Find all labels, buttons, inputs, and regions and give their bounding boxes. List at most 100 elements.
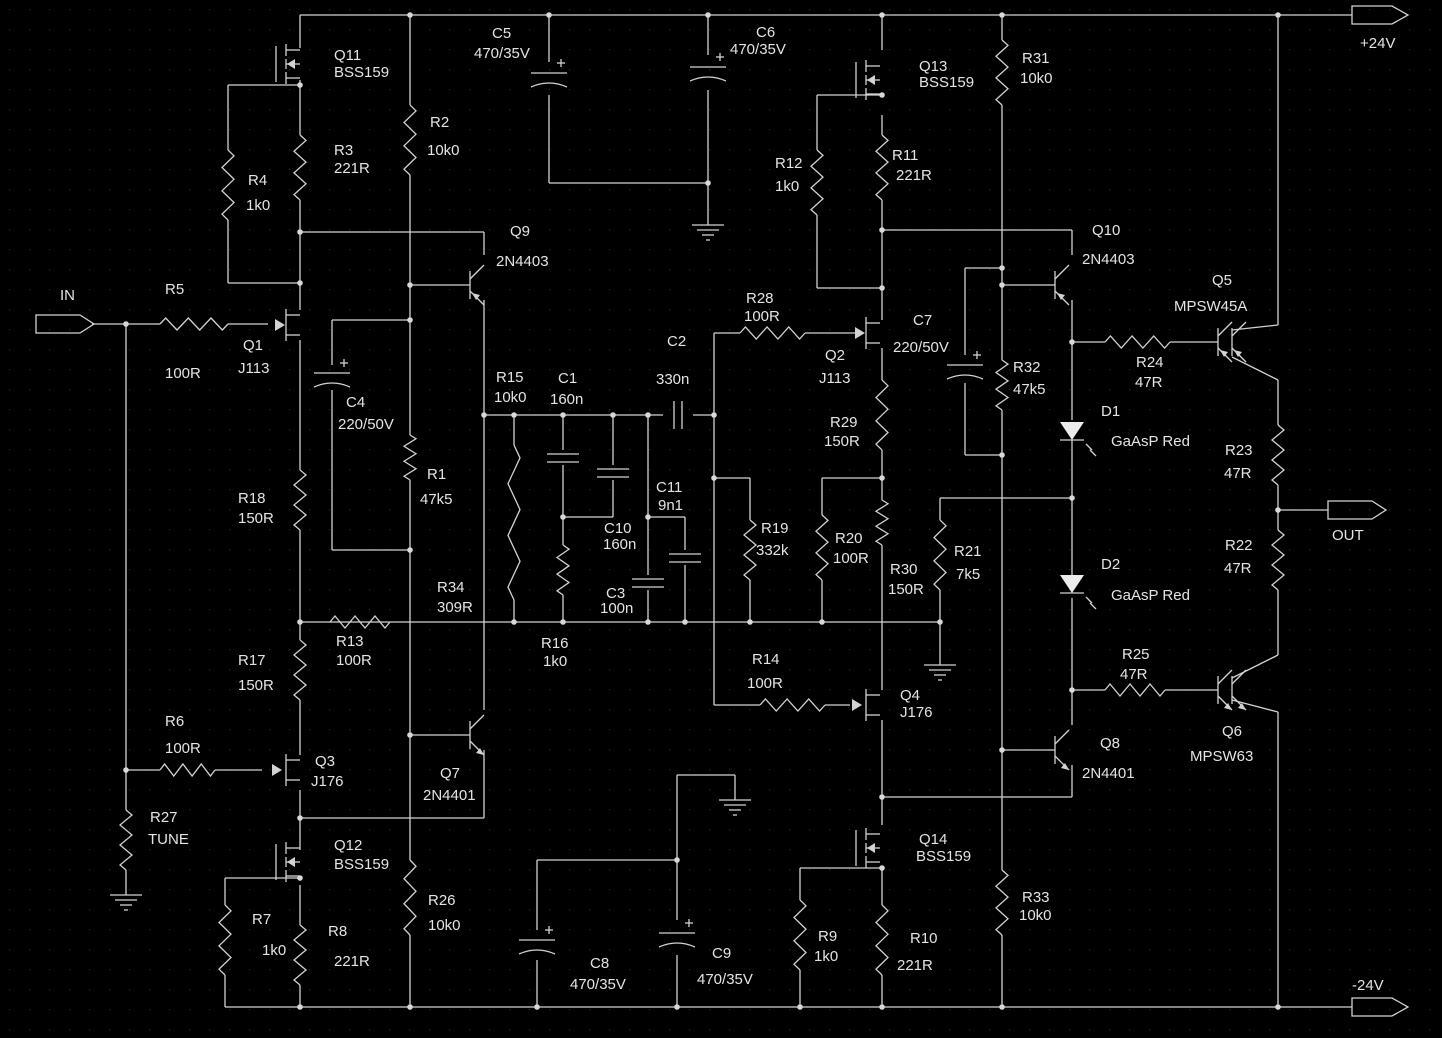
- q9-bjt: [469, 264, 485, 306]
- c1-ref-label: C1: [558, 370, 577, 387]
- r19-resistor: [742, 519, 758, 581]
- r21-ref-label: R21: [954, 543, 982, 560]
- c1-capacitor: [547, 453, 579, 463]
- d2-led: [1060, 575, 1097, 610]
- q4-jfet: [852, 689, 880, 721]
- c3-ref-label: C3: [606, 585, 625, 602]
- r10-ref-label: R10: [910, 930, 938, 947]
- out-port: [1327, 500, 1388, 520]
- r13-ref-label: R13: [336, 633, 364, 650]
- r30-ref-label: R30: [890, 561, 918, 578]
- q1-value-label: J113: [238, 360, 269, 377]
- q5b-bjt: [1231, 321, 1247, 363]
- in-port-label: IN: [60, 287, 75, 304]
- ground-icon: [719, 799, 751, 816]
- r21-value-label: 7k5: [956, 566, 980, 583]
- q9-value-label: 2N4403: [496, 253, 549, 270]
- r29-resistor: [875, 379, 889, 451]
- c2-capacitor: [673, 401, 683, 429]
- q4-value-label: J176: [900, 704, 933, 721]
- c7-value-label: 220/50V: [893, 339, 949, 356]
- q12-ref-label: Q12: [334, 837, 362, 854]
- out-port-label: OUT: [1332, 527, 1364, 544]
- r14-value-label: 100R: [747, 675, 783, 692]
- c11-capacitor: [669, 553, 701, 563]
- r7-value-label: 1k0: [262, 942, 286, 959]
- q7-value-label: 2N4401: [423, 787, 476, 804]
- q8-ref-label: Q8: [1100, 735, 1120, 752]
- r17-value-label: 150R: [238, 677, 274, 694]
- q8-bjt: [1054, 729, 1070, 771]
- r23-ref-label: R23: [1225, 442, 1253, 459]
- c1-value-label: 160n: [550, 391, 583, 408]
- c3-value-label: 100n: [600, 600, 633, 617]
- r5-ref-label: R5: [165, 281, 184, 298]
- r12-resistor: [810, 149, 824, 216]
- r4-resistor: [221, 149, 235, 221]
- q3-value-label: J176: [311, 773, 344, 790]
- r14-resistor: [759, 698, 826, 712]
- r29-ref-label: R29: [830, 414, 858, 431]
- r22-ref-label: R22: [1225, 537, 1253, 554]
- q3-jfet: [272, 754, 300, 786]
- r29-value-label: 150R: [824, 433, 860, 450]
- q1-jfet: [275, 309, 300, 341]
- q12-value-label: BSS159: [334, 856, 389, 873]
- r18-value-label: 150R: [238, 510, 274, 527]
- r20-resistor: [815, 514, 829, 581]
- r13-value-label: 100R: [336, 652, 372, 669]
- in-port: [35, 314, 96, 334]
- r33-value-label: 10k0: [1019, 907, 1052, 924]
- r27-resistor: [118, 809, 134, 871]
- r32-ref-label: R32: [1013, 359, 1041, 376]
- r18-ref-label: R18: [238, 490, 266, 507]
- r19-value-label: 332k: [756, 542, 789, 559]
- r8-ref-label: R8: [328, 923, 347, 940]
- r34-value-label: 309R: [437, 599, 473, 616]
- neg-rail-port: [1351, 997, 1410, 1017]
- r30-resistor: [874, 499, 890, 546]
- d1-led: [1060, 422, 1097, 457]
- q13-mosfet: [855, 60, 880, 100]
- r32-value-label: 47k5: [1013, 381, 1046, 398]
- r11-value-label: 221R: [896, 167, 932, 184]
- r9-value-label: 1k0: [814, 948, 838, 965]
- q11-mosfet: [275, 44, 300, 84]
- r14-ref-label: R14: [752, 651, 780, 668]
- c7-capacitor: [946, 351, 984, 380]
- r21-resistor: [933, 519, 947, 591]
- q11-value-label: BSS159: [334, 64, 389, 81]
- r2-ref-label: R2: [430, 114, 449, 131]
- c10-capacitor: [597, 468, 629, 478]
- r15-value-label: 10k0: [494, 389, 527, 406]
- c9-value-label: 470/35V: [697, 971, 753, 988]
- c8-value-label: 470/35V: [570, 976, 626, 993]
- r33-resistor: [995, 869, 1009, 936]
- c4-value-label: 220/50V: [338, 416, 394, 433]
- r3-value-label: 221R: [334, 160, 370, 177]
- q10-ref-label: Q10: [1092, 222, 1120, 239]
- r6-ref-label: R6: [165, 713, 184, 730]
- ground-icon: [692, 224, 724, 241]
- q6-ref-label: Q6: [1222, 723, 1242, 740]
- r26-resistor: [403, 859, 417, 936]
- r2-value-label: 10k0: [427, 142, 460, 159]
- q6-bjt: [1217, 669, 1233, 711]
- r1-resistor: [402, 434, 418, 481]
- r23-resistor: [1270, 424, 1286, 486]
- q7-bjt: [469, 714, 485, 756]
- r16-ref-label: R16: [541, 635, 569, 652]
- r3-ref-label: R3: [334, 142, 353, 159]
- r16-resistor: [555, 544, 571, 596]
- q5-ref-label: Q5: [1212, 272, 1232, 289]
- r34-ref-label: R34: [437, 579, 465, 596]
- r25-value-label: 47R: [1120, 666, 1148, 683]
- c3-capacitor: [632, 578, 664, 588]
- r28-resistor: [739, 326, 806, 340]
- r4-value-label: 1k0: [246, 197, 270, 214]
- r9-resistor: [793, 899, 807, 971]
- pos-rail-port: [1351, 5, 1410, 25]
- r22-resistor: [1270, 529, 1286, 591]
- r25-resistor: [1104, 682, 1166, 698]
- r3-resistor: [293, 134, 307, 201]
